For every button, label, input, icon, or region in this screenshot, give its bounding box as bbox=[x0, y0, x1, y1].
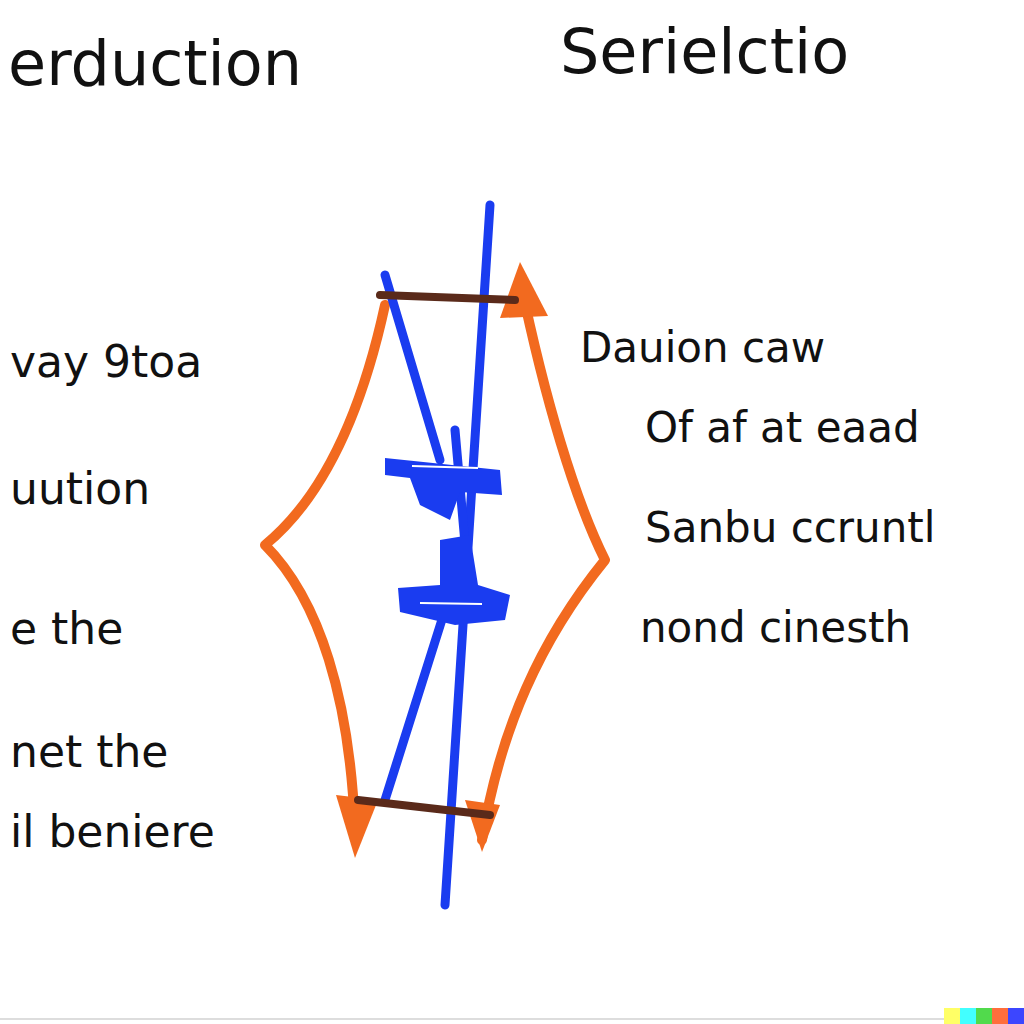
handwritten-label: uution bbox=[10, 465, 150, 513]
blue-blobs bbox=[385, 458, 510, 625]
handwritten-label: e the bbox=[10, 605, 123, 653]
brown-bars bbox=[358, 295, 515, 815]
handwritten-label: Of af at eaad bbox=[645, 405, 920, 451]
blue-strut bbox=[385, 610, 445, 800]
blue-joint bbox=[385, 458, 502, 520]
color-strip bbox=[944, 1008, 1024, 1024]
arrow-head-top bbox=[500, 262, 548, 318]
blue-structure bbox=[385, 205, 490, 905]
blue-strut bbox=[385, 275, 440, 460]
brown-bar bbox=[358, 800, 490, 815]
handwritten-label: Serielctio bbox=[560, 18, 849, 86]
strip-square bbox=[992, 1008, 1008, 1024]
brown-bar bbox=[380, 295, 515, 300]
strip-square bbox=[944, 1008, 960, 1024]
handwritten-label: vay 9toa bbox=[10, 338, 202, 386]
handwritten-label: net the bbox=[10, 728, 168, 776]
handwritten-label: il beniere bbox=[10, 808, 215, 856]
strip-square bbox=[976, 1008, 992, 1024]
strip-square bbox=[1008, 1008, 1024, 1024]
arrow-head-bottom-right bbox=[465, 800, 500, 852]
white-mark bbox=[412, 466, 478, 468]
blue-joint bbox=[398, 535, 510, 625]
orange-outline bbox=[265, 280, 605, 840]
bottom-edge bbox=[0, 1018, 1024, 1020]
left-curve bbox=[265, 305, 385, 830]
white-mark bbox=[420, 603, 482, 604]
handwritten-label: nond cinesth bbox=[640, 605, 911, 651]
handwritten-label: erduction bbox=[8, 30, 302, 98]
handwritten-label: Dauion caw bbox=[580, 325, 825, 371]
handwritten-label: Sanbu ccruntl bbox=[645, 505, 935, 551]
strip-square bbox=[960, 1008, 976, 1024]
